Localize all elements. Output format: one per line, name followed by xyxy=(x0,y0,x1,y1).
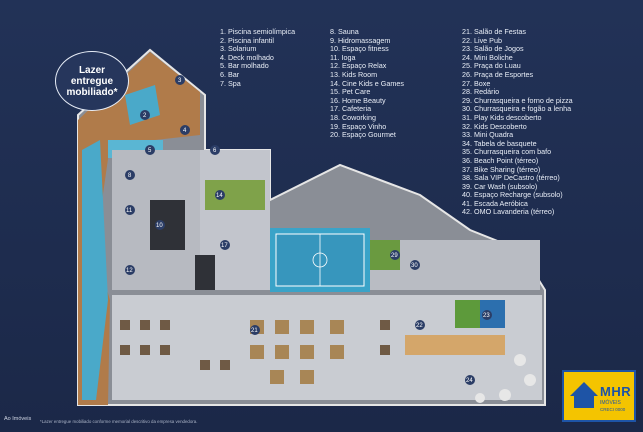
trees xyxy=(475,354,536,403)
marker-23: 23 xyxy=(483,313,490,319)
legend-item: 19. Espaço Vinho xyxy=(330,121,387,131)
legend-item: 12. Espaço Relax xyxy=(330,61,387,71)
legend-item: 8. Sauna xyxy=(330,27,359,36)
marker-29: 29 xyxy=(391,253,398,259)
small-tables xyxy=(120,320,390,370)
legend-item: 30. Churrasqueira e fogão a lenha xyxy=(462,104,572,114)
legend-item: 11. Ioga xyxy=(330,52,356,62)
legend-item: 3. Solarium xyxy=(220,44,257,54)
legend-column-3: 21. Salão de Festas 22. Live Pub 23. Sal… xyxy=(462,27,573,217)
house-roof-icon xyxy=(570,382,598,396)
kids-pool xyxy=(125,85,160,125)
legend-item: 29. Churrasqueira e forno de pizza xyxy=(462,95,573,105)
legend-item: 27. Boxe xyxy=(462,78,491,88)
legend-item: 1. Piscina semiolímpica xyxy=(220,27,296,36)
marker-10: 10 xyxy=(156,223,163,229)
legend-item: 6. Bar xyxy=(220,69,240,79)
marker-17: 17 xyxy=(221,243,228,249)
legend-item: 10. Espaço fitness xyxy=(330,44,389,54)
legend-item: 13. Kids Room xyxy=(330,69,378,79)
lazer-badge: Lazer entregue mobiliado* xyxy=(55,51,129,111)
legend-item: 20. Espaço Gourmet xyxy=(330,130,396,140)
legend-item: 25. Praça do Luau xyxy=(462,61,521,71)
house-body-icon xyxy=(574,394,594,408)
court-center xyxy=(312,252,328,268)
legend-column-2: 8. Sauna 9. Hidromassagem 10. Espaço fit… xyxy=(330,27,404,140)
footer-note: *Lazer entregue mobiliado conforme memor… xyxy=(40,419,198,424)
legend-item: 38. Sala VIP DeCastro (térreo) xyxy=(462,173,560,183)
logo-sub2: CRECI 0000 xyxy=(600,407,626,412)
legend-column-1: 1. Piscina semiolímpica 2. Piscina infan… xyxy=(220,27,296,88)
legend-item: 14. Cine Kids e Games xyxy=(330,78,404,88)
semi-olympic-pool xyxy=(82,140,108,400)
legend-item: 34. Tabela de basquete xyxy=(462,138,537,148)
marker-2: 2 xyxy=(143,113,147,119)
legend-item: 16. Home Beauty xyxy=(330,95,386,105)
badge-line3: mobiliado* xyxy=(66,86,118,98)
marker-3: 3 xyxy=(178,78,182,84)
legend-item: 21. Salão de Festas xyxy=(462,27,526,36)
legend-item: 5. Bar molhado xyxy=(220,61,269,71)
legend-item: 39. Car Wash (subsolo) xyxy=(462,181,538,191)
legend-item: 40. Espaço Recharge (subsolo) xyxy=(462,190,563,200)
sauna-room xyxy=(195,255,215,290)
marker-12: 12 xyxy=(126,268,133,274)
legend-item: 41. Escada Aeróbica xyxy=(462,198,528,208)
marker-11: 11 xyxy=(126,208,133,214)
legend-item: 37. Bike Sharing (térreo) xyxy=(462,164,541,174)
legend-item: 7. Spa xyxy=(220,78,241,88)
badge-line1: Lazer xyxy=(78,64,106,76)
logo-sub: IMÓVEIS xyxy=(600,400,621,406)
marker-22: 22 xyxy=(416,323,423,329)
marker-30: 30 xyxy=(411,263,418,269)
bowling-lanes xyxy=(405,335,505,355)
legend-item: 31. Play Kids descoberto xyxy=(462,112,542,122)
marker-24: 24 xyxy=(466,378,473,384)
legend-item: 15. Pet Care xyxy=(330,87,371,97)
marker-6: 6 xyxy=(213,148,217,154)
logo-brand: MHR xyxy=(600,384,632,399)
legend-item: 33. Mini Quadra xyxy=(462,130,514,140)
marker-4: 4 xyxy=(183,128,187,134)
marker-8: 8 xyxy=(128,173,132,179)
legend-item: 22. Live Pub xyxy=(462,35,502,45)
legend-item: 18. Coworking xyxy=(330,112,376,122)
legend-item: 42. OMO Lavanderia (térreo) xyxy=(462,207,555,217)
legend-item: 17. Cafeteria xyxy=(330,104,372,114)
legend-item: 4. Deck molhado xyxy=(220,52,274,62)
mhr-logo[interactable]: MHR IMÓVEIS CRECI 0000 xyxy=(562,370,636,422)
legend-item: 26. Praça de Esportes xyxy=(462,69,534,79)
legend-item: 36. Beach Point (térreo) xyxy=(462,155,539,165)
legend-item: 23. Salão de Jogos xyxy=(462,44,524,54)
kids-room xyxy=(205,180,265,210)
legend-item: 28. Redário xyxy=(462,87,500,97)
plan-markers: 2 3 4 5 6 8 10 11 12 14 17 21 22 23 24 2… xyxy=(125,75,492,385)
legend-item: 32. Kids Descoberto xyxy=(462,121,527,131)
marker-21: 21 xyxy=(251,328,258,334)
marker-5: 5 xyxy=(148,148,152,154)
marker-14: 14 xyxy=(216,193,223,199)
footer-brand: Ao Imóveis xyxy=(4,416,32,422)
legend-item: 2. Piscina infantil xyxy=(220,35,274,45)
legend-item: 35. Churrasqueira com bafo xyxy=(462,147,552,157)
badge-line2: entregue xyxy=(70,75,114,87)
legend-item: 24. Mini Boliche xyxy=(462,52,513,62)
legend-item: 9. Hidromassagem xyxy=(330,35,391,45)
